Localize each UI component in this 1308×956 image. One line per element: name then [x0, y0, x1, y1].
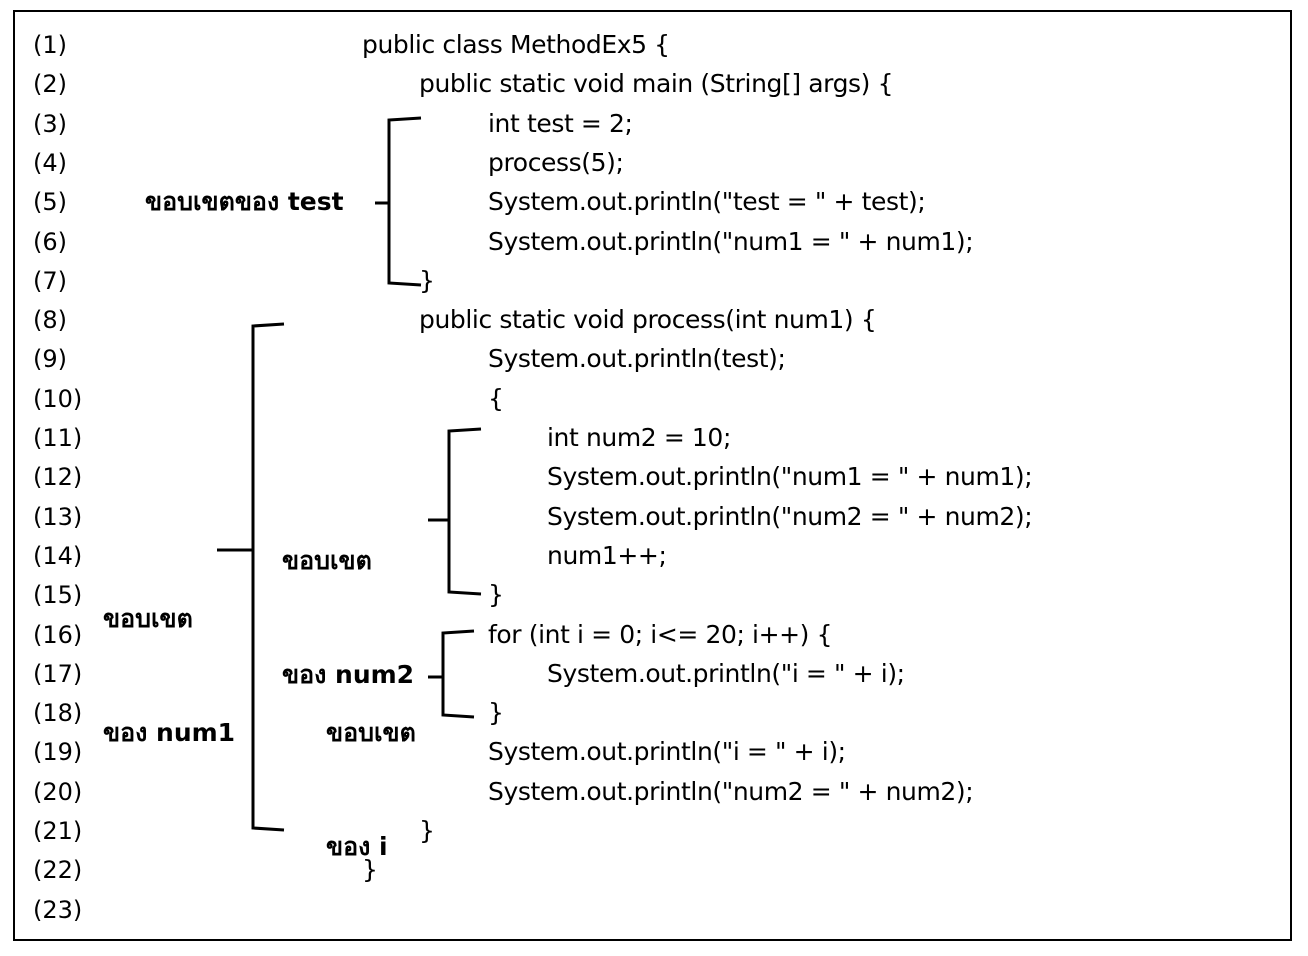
scope-label-i: ขอบเขต ของ i: [326, 638, 416, 904]
line-number: (4): [33, 148, 67, 177]
scope-label-num1-line2: ของ num1: [103, 718, 236, 747]
scope-label-num2-line1: ขอบเขต: [282, 546, 372, 575]
line-number: (19): [33, 738, 83, 767]
line-number: (15): [33, 581, 83, 610]
scope-label-num2-line2: ของ num2: [282, 660, 415, 689]
scope-label-num1: ขอบเขต ของ num1: [103, 524, 235, 790]
line-number: (20): [33, 777, 83, 806]
code-line: num1++;: [547, 540, 667, 570]
code-line: }: [488, 580, 504, 610]
code-line: System.out.println("num1 = " + num1);: [488, 226, 974, 256]
code-line: }: [419, 816, 435, 845]
line-number: (23): [33, 895, 83, 924]
line-number: (16): [33, 620, 83, 649]
scope-label-num1-line1: ขอบเขต: [103, 604, 193, 633]
line-number: (2): [33, 70, 67, 99]
code-line: int test = 2;: [488, 108, 633, 138]
line-number: (3): [33, 109, 67, 138]
code-line: public class MethodEx5 {: [362, 30, 670, 59]
line-number: (8): [33, 306, 67, 335]
code-line: }: [488, 698, 504, 728]
line-number: (6): [33, 227, 67, 256]
line-number: (17): [33, 659, 83, 688]
code-figure-frame: [13, 10, 1292, 941]
scope-label-i-line2: ของ i: [326, 832, 388, 861]
code-line: System.out.println("num1 = " + num1);: [547, 462, 1033, 492]
bracket-num2: [447, 427, 482, 596]
code-line: int num2 = 10;: [547, 423, 731, 452]
code-line: System.out.println("i = " + i);: [547, 658, 905, 688]
line-number: (18): [33, 699, 83, 728]
code-line: System.out.println("test = " + test);: [488, 187, 926, 217]
code-line: }: [362, 855, 378, 885]
scope-label-num2: ขอบเขต ของ num2: [282, 466, 414, 732]
code-line: System.out.println("num2 = " + num2);: [488, 776, 974, 806]
code-line: for (int i = 0; i<= 20; i++) {: [488, 619, 833, 649]
scope-label-test: ขอบเขตของ test: [145, 187, 344, 216]
code-line: {: [488, 383, 504, 413]
line-number: (5): [33, 188, 67, 217]
line-number: (10): [33, 384, 83, 413]
code-line: System.out.println("i = " + i);: [488, 737, 846, 767]
scope-label-i-line1: ขอบเขต: [326, 718, 416, 747]
bracket-i: [441, 629, 475, 719]
line-number: (11): [33, 424, 83, 452]
code-line: public static void main (String[] args) …: [419, 69, 894, 99]
line-number: (22): [33, 856, 83, 885]
line-number: (12): [33, 463, 83, 492]
code-line: System.out.println("num2 = " + num2);: [547, 501, 1033, 531]
bracket-test: [387, 116, 422, 287]
line-number: (13): [33, 502, 83, 531]
line-number: (1): [33, 31, 67, 59]
line-number: (9): [33, 345, 67, 374]
line-number: (21): [33, 817, 83, 845]
code-line: process(5);: [488, 147, 624, 177]
code-line: public static void process(int num1) {: [419, 305, 877, 335]
line-number: (7): [33, 266, 67, 295]
code-line: }: [419, 265, 435, 295]
bracket-num1: [251, 322, 285, 832]
code-line: System.out.println(test);: [488, 344, 786, 374]
line-number: (14): [33, 541, 83, 570]
